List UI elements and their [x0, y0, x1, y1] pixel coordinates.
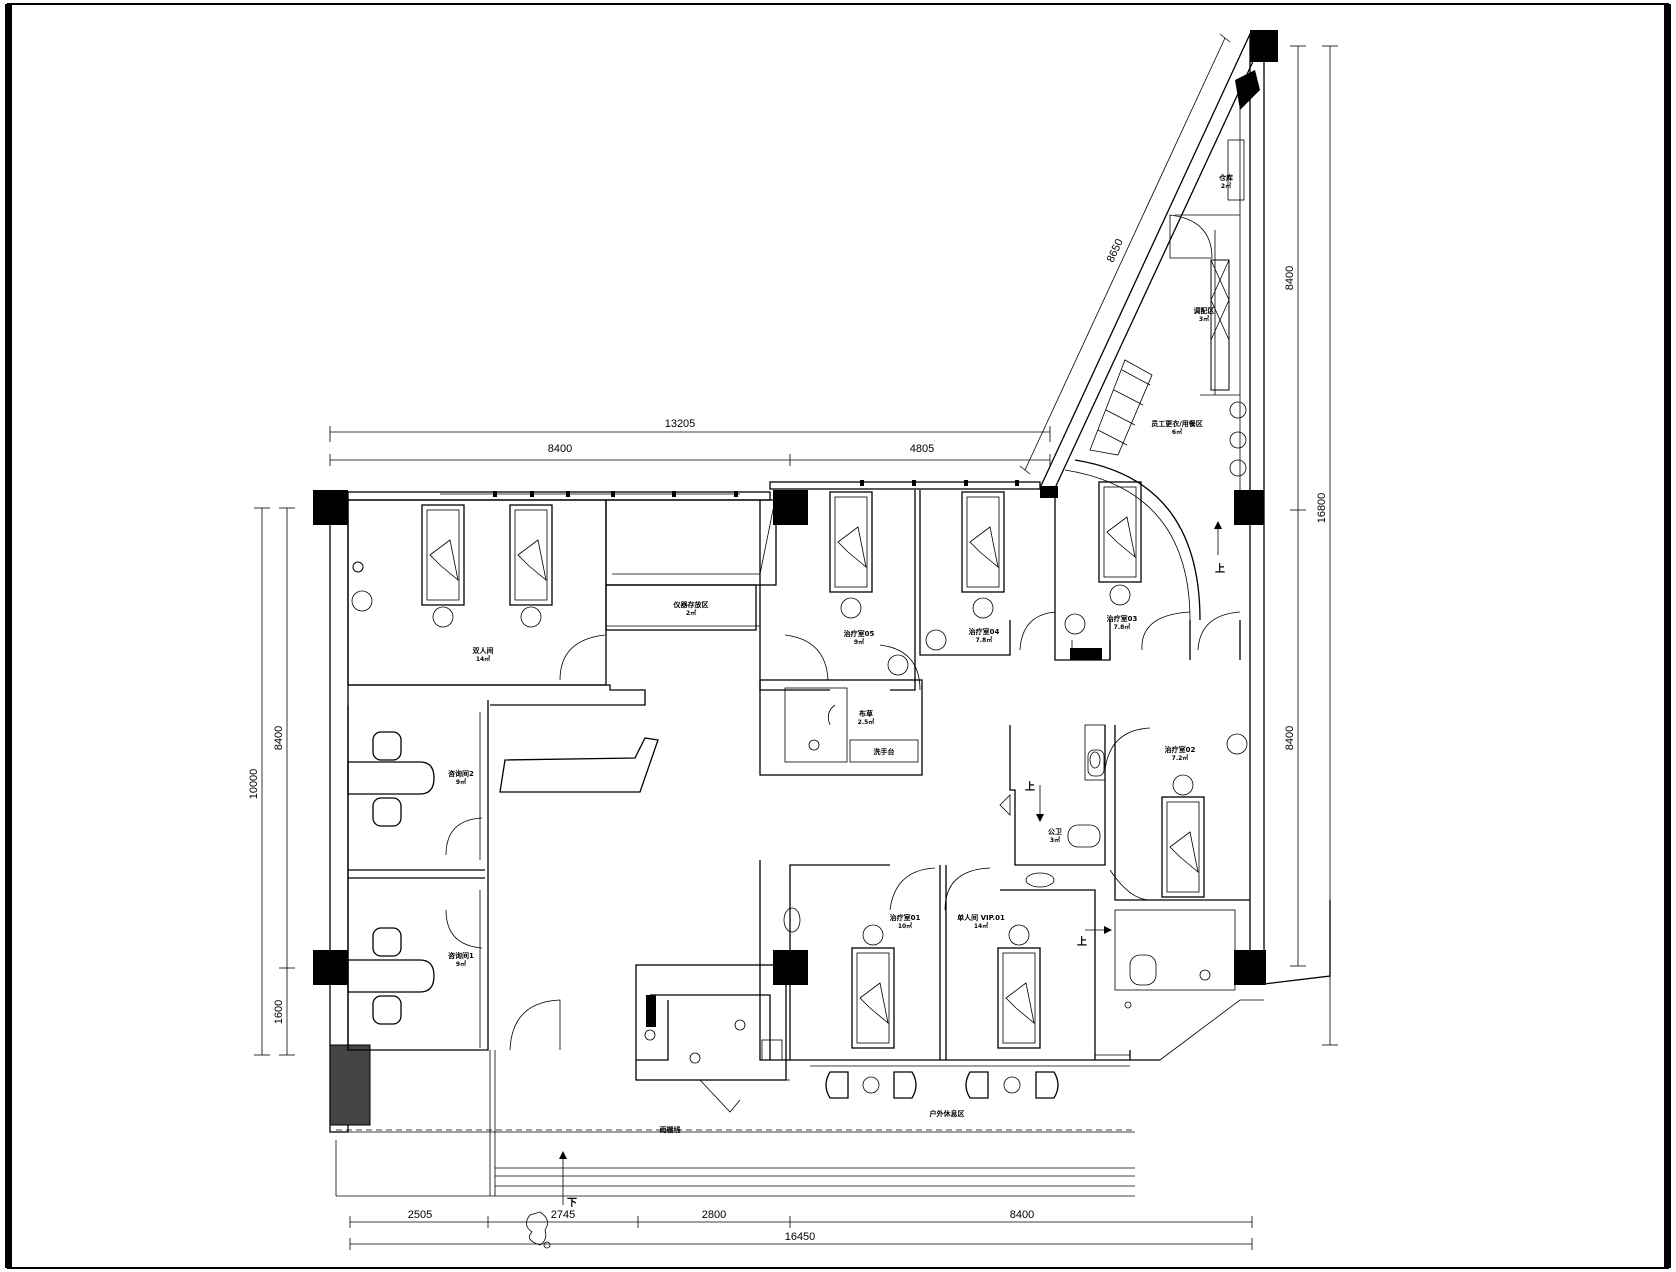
label-linen: 布草	[859, 709, 873, 718]
area-treatment-03: 7.8㎡	[1114, 623, 1131, 631]
doors	[445, 611, 1241, 1113]
label-storage-instruments: 仪器存放区	[673, 600, 709, 609]
label-public-wc: 公卫	[1048, 828, 1062, 836]
dim-left-total: 10000	[248, 769, 260, 800]
dim-right-upper: 8400	[1284, 266, 1296, 290]
dim-left-lower: 1600	[273, 1000, 285, 1024]
label-treatment-05: 治疗室05	[844, 629, 875, 638]
dim-bottom-2: 2745	[551, 1209, 575, 1221]
dim-top-right: 4805	[910, 443, 934, 455]
area-prep-area: 3㎡	[1199, 315, 1209, 323]
area-treatment-04: 7.8㎡	[976, 636, 993, 644]
bed	[851, 924, 895, 1049]
label-vip-room: 单人间 VIP.01	[957, 913, 1005, 922]
dim-left-upper: 8400	[273, 726, 285, 750]
label-up: 上	[1077, 935, 1087, 948]
area-storage-instruments: 2㎡	[686, 609, 696, 617]
columns	[313, 30, 1278, 1126]
area-treatment-05: 9㎡	[854, 638, 864, 646]
fixtures	[351, 561, 1248, 1064]
dim-right-total: 16800	[1316, 493, 1328, 524]
bed	[961, 491, 1005, 619]
dim-bottom-total: 16450	[785, 1231, 816, 1243]
area-consult-1: 9㎡	[456, 960, 466, 968]
dim-bottom-3: 2800	[702, 1209, 726, 1221]
label-up: 上	[1025, 780, 1035, 793]
label-double-room: 双人间	[473, 646, 494, 655]
dim-right-lower: 8400	[1284, 726, 1296, 750]
label-warehouse: 仓库	[1218, 173, 1233, 182]
label-prep-area: 调配区	[1194, 306, 1215, 315]
area-linen: 2.5㎡	[858, 718, 875, 726]
area-warehouse: 2㎡	[1221, 182, 1231, 190]
bed	[509, 504, 553, 628]
dim-bottom-1: 2505	[408, 1209, 432, 1221]
label-canopy: 雨棚线	[660, 1125, 681, 1134]
window-mullions	[493, 480, 1058, 498]
column	[773, 490, 808, 525]
label-consult-1: 咨询间1	[448, 951, 474, 960]
bed	[997, 924, 1041, 1049]
bed	[421, 504, 465, 628]
label-treatment-01: 治疗室01	[890, 913, 921, 922]
column	[1234, 490, 1264, 525]
outdoor-furniture	[825, 1071, 1059, 1099]
area-vip-room: 14㎡	[974, 922, 988, 930]
label-treatment-04: 治疗室04	[969, 627, 1000, 636]
label-consult-2: 咨询间2	[448, 769, 474, 778]
label-treatment-03: 治疗室03	[1107, 614, 1138, 623]
dimension-lines: 13205 8400 4805 8650 8400 8400 16800 100…	[248, 33, 1338, 1250]
dim-top-left: 8400	[548, 443, 572, 455]
dim-top-total: 13205	[665, 418, 696, 430]
area-double-room: 14㎡	[476, 655, 490, 663]
stair-arrows	[559, 521, 1222, 1205]
column	[313, 950, 348, 985]
column	[313, 490, 348, 525]
north-arrow-icon	[526, 1211, 551, 1249]
area-treatment-02: 7.2㎡	[1172, 754, 1189, 762]
bed	[829, 491, 873, 619]
area-public-wc: 3㎡	[1050, 836, 1060, 844]
area-staff-area: 6㎡	[1172, 428, 1182, 436]
label-down: 下	[567, 1197, 577, 1209]
label-up: 上	[1215, 562, 1225, 575]
beds	[421, 481, 1205, 1049]
column	[1250, 30, 1278, 62]
label-sink-counter: 洗手台	[874, 747, 895, 756]
diagonal-fixtures	[1089, 70, 1260, 477]
bed	[1161, 774, 1205, 898]
dim-bottom-4: 8400	[1010, 1209, 1034, 1221]
room-labels: 双人间 14㎡ 仪器存放区 2㎡ 治疗室05 9㎡ 治疗室04 7.8㎡ 治疗室…	[448, 173, 1233, 1209]
bed	[1098, 481, 1142, 606]
partitions	[335, 459, 1250, 1197]
area-treatment-01: 10㎡	[898, 922, 912, 930]
column	[1234, 950, 1266, 985]
label-treatment-02: 治疗室02	[1165, 745, 1196, 754]
label-outdoor-rest: 户外休息区	[930, 1109, 965, 1118]
label-staff-area: 员工更衣/用餐区	[1151, 419, 1203, 428]
hatched-column	[329, 1044, 371, 1126]
area-consult-2: 9㎡	[456, 778, 466, 786]
consult-furniture	[347, 731, 435, 1025]
